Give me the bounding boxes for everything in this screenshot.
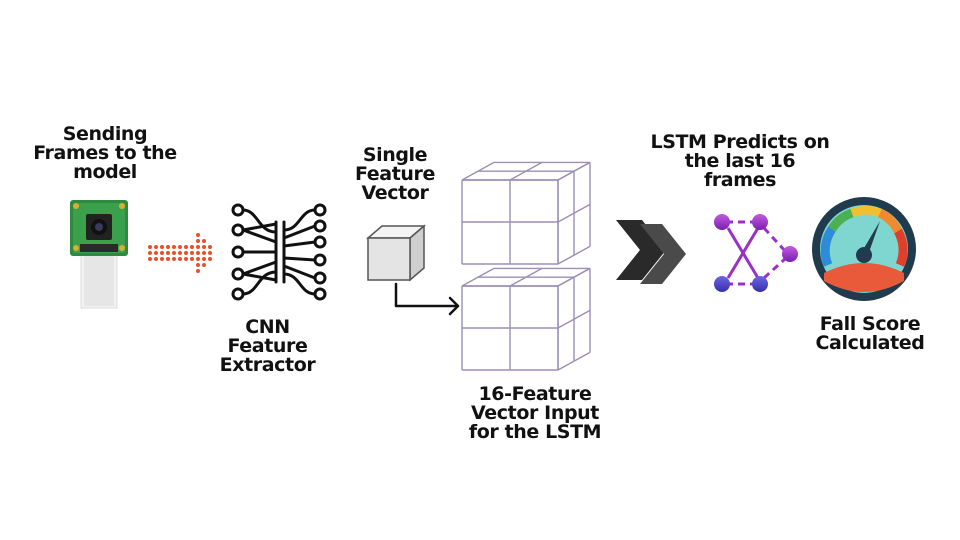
arrow-dot xyxy=(202,251,206,255)
gauge-icon xyxy=(810,195,918,305)
arrow-dot xyxy=(166,257,170,261)
arrow-dot xyxy=(196,257,200,261)
arrow-dot xyxy=(184,251,188,255)
arrow-dot xyxy=(196,245,200,249)
arrow-dot xyxy=(148,257,152,261)
arrow-dot xyxy=(166,245,170,249)
arrow-dot xyxy=(190,245,194,249)
arrow-dot xyxy=(160,257,164,261)
arrow-dot xyxy=(184,245,188,249)
arrow-dot xyxy=(190,251,194,255)
label-single-vector: Single Feature Vector xyxy=(355,144,435,204)
arrow-dot xyxy=(178,245,182,249)
cube-icon xyxy=(364,224,427,282)
dotted-arrow-icon xyxy=(146,232,212,274)
arrow-dot xyxy=(208,251,212,255)
arrow-dot xyxy=(202,239,206,243)
arrow-dot xyxy=(208,257,212,261)
arrow-dot xyxy=(172,251,176,255)
arrow-dot xyxy=(148,245,152,249)
arrow-dot xyxy=(196,239,200,243)
label-lstm: LSTM Predicts on the last 16 frames xyxy=(650,131,830,191)
arrow-dot xyxy=(172,245,176,249)
arrow-dot xyxy=(184,257,188,261)
elbow-arrow-icon xyxy=(392,282,464,322)
double-chevron-arrow-icon xyxy=(612,212,690,292)
neural-network-icon xyxy=(228,202,328,302)
network-graph-icon xyxy=(708,208,804,300)
arrow-dot xyxy=(154,251,158,255)
cube-edge xyxy=(557,161,591,181)
arrow-dot xyxy=(154,257,158,261)
arrow-dot xyxy=(202,257,206,261)
arrow-dot xyxy=(196,251,200,255)
arrow-dot xyxy=(202,245,206,249)
camera-module-icon xyxy=(64,196,134,310)
arrow-dot xyxy=(208,245,212,249)
arrow-dot xyxy=(190,257,194,261)
cube-edge xyxy=(557,245,591,265)
arrow-dot xyxy=(178,251,182,255)
cube-edge xyxy=(557,351,591,371)
arrow-dot xyxy=(166,251,170,255)
label-cnn: CNN Feature Extractor xyxy=(219,316,316,376)
label-capture: Sending Frames to the model xyxy=(33,123,177,183)
arrow-dot xyxy=(196,269,200,273)
arrow-dot xyxy=(160,251,164,255)
cube-stack-icon xyxy=(458,150,591,376)
arrow-dot xyxy=(178,257,182,261)
arrow-dot xyxy=(148,251,152,255)
arrow-dot xyxy=(160,245,164,249)
arrow-dot xyxy=(172,257,176,261)
arrow-dot xyxy=(202,263,206,267)
label-sequence: 16-Feature Vector Input for the LSTM xyxy=(468,383,602,443)
arrow-dot xyxy=(196,263,200,267)
arrow-dot xyxy=(196,233,200,237)
label-score: Fall Score Calculated xyxy=(815,313,925,354)
arrow-dot xyxy=(154,245,158,249)
